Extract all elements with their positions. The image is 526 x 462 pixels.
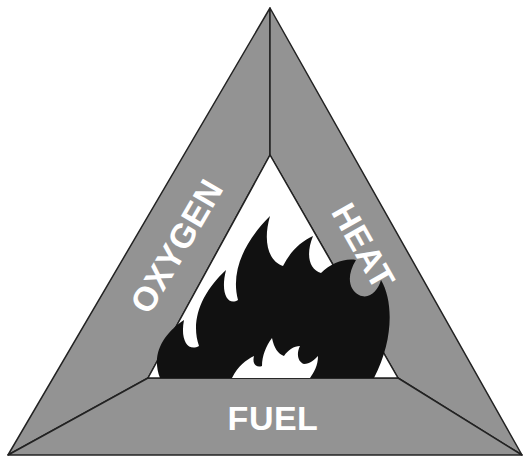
fuel-band <box>8 378 522 455</box>
fuel-band-label: FUEL <box>224 398 323 438</box>
band-label: FUEL <box>228 401 319 435</box>
flame-spark <box>232 338 318 378</box>
